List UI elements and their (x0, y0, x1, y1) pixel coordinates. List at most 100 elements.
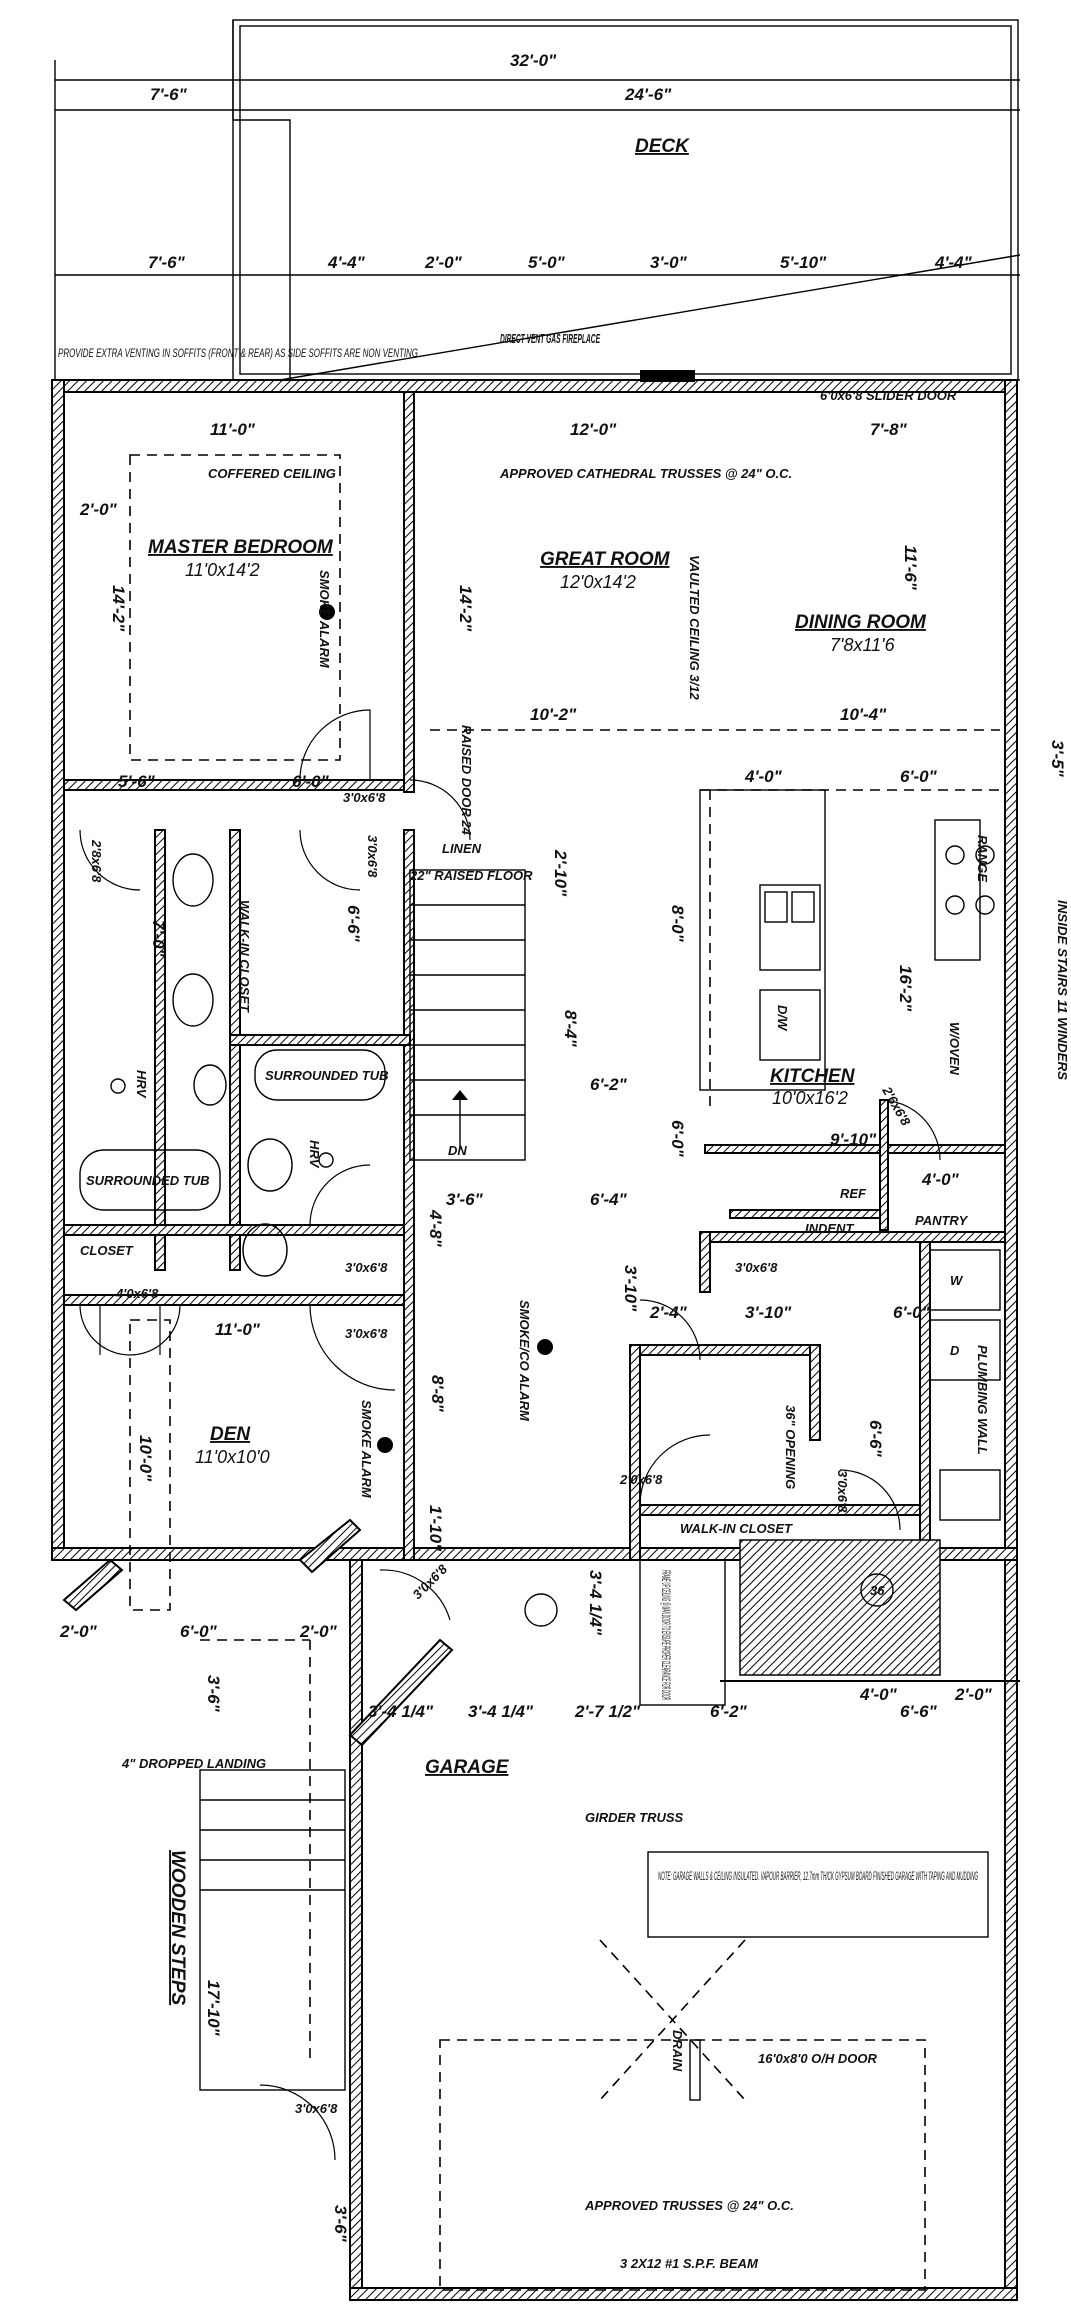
fireplace-icon (640, 370, 695, 382)
deck-row-dim-1: 7'-6" (148, 253, 186, 272)
furnace-icon (524, 1593, 558, 1627)
linen-note: LINEN (442, 841, 482, 856)
door-label: 2'8x6'8 (89, 839, 104, 883)
raised-door-note: RAISED DOOR 24 (459, 725, 474, 836)
burner-icon (975, 895, 995, 915)
smoke-note-1: SMOKE ALARM (317, 570, 332, 669)
room-master-name: MASTER BEDROOM (148, 537, 334, 558)
beam-note: 3 2X12 #1 S.P.F. BEAM (620, 2256, 759, 2271)
dim: 10'-0" (136, 1435, 155, 1482)
dim: 2'-0" (59, 1622, 98, 1641)
surrounded-tub-note: SURROUNDED TUB (265, 1068, 389, 1083)
water-heater-icon (860, 1573, 894, 1607)
dim: 14'-2" (456, 585, 475, 632)
deck-dim-right: 24'-6" (624, 85, 672, 104)
dim: 2'-7 1/2" (574, 1702, 641, 1721)
deck-row-dim-7: 4'-4" (934, 253, 973, 272)
walk-in-closet-note-2: WALK-IN CLOSET (680, 1521, 793, 1536)
stairs (199, 869, 1020, 2091)
dim: 11'-0" (210, 420, 256, 439)
room-den-size: 11'0x10'0 (195, 1447, 270, 1467)
dim: 2'-4" (649, 1303, 688, 1322)
interior-walls (62, 391, 1006, 1612)
dim: 6'-2" (590, 1075, 628, 1094)
dw-note: D/W (775, 1005, 790, 1032)
toilet-icon (247, 1138, 293, 1192)
burner-icon (945, 895, 965, 915)
drain-note: DRAIN (670, 2030, 685, 2072)
fireplace-note: DIRECT VENT GAS FIREPLACE (500, 331, 600, 346)
trusses-top-note: APPROVED CATHEDRAL TRUSSES @ 24" O.C. (499, 466, 792, 481)
dryer-icon (929, 1319, 1001, 1381)
wooden-steps-note: WOODEN STEPS (167, 1850, 188, 2006)
frame-up-note: FRAME UP CEILING @ MAN DOOR TO ENSURE PR… (639, 1559, 726, 1706)
room-kitchen-name: KITCHEN (770, 1066, 856, 1087)
door-label: 3'0x6'8 (343, 790, 386, 805)
dim: 3'-4 1/4" (368, 1702, 434, 1721)
room-master-size: 11'0x14'2 (185, 560, 260, 580)
dim: 7'-8" (870, 420, 908, 439)
washer-icon (929, 1249, 1001, 1311)
raised-floor-note: 22" RAISED FLOOR (409, 868, 533, 883)
burner-icon (975, 845, 995, 865)
soffit-note: PROVIDE EXTRA VENTING IN SOFFITS (FRONT … (58, 346, 418, 360)
toilet-icon (193, 1064, 227, 1106)
door-label: 4'0x6'8 (115, 1286, 159, 1301)
dim: 4'-0" (744, 767, 783, 786)
deck-row-dim-5: 3'-0" (650, 253, 688, 272)
deck-dim-total: 32'-0" (510, 51, 557, 70)
hrv-note: HRV (134, 1070, 149, 1099)
smoke-alarm-icon (377, 1437, 393, 1453)
washer-note: W (950, 1273, 964, 1288)
door-label: 3'0x6'8 (345, 1260, 388, 1275)
dim: 3'-4 1/4" (586, 1570, 605, 1636)
drain-icon (689, 2039, 701, 2101)
dim: 4'-8" (426, 1209, 445, 1248)
door-label: 3'0x6'8 (295, 2101, 338, 2116)
dim: 6'-6" (866, 1420, 885, 1458)
room-garage-name: GARAGE (425, 1757, 510, 1778)
smoke-alarm-icon (319, 604, 335, 620)
dim: 6'-0" (893, 1303, 931, 1322)
dim: 2'-10" (551, 849, 570, 897)
dim: 6'-6" (344, 905, 363, 943)
door-label: 3'0x6'8 (365, 835, 380, 878)
inside-stairs-note: INSIDE STAIRS 11 WINDERS (1055, 900, 1070, 1080)
smoke-alarm-icon (537, 1339, 553, 1355)
deck: 32'-0" 7'-6" 24'-6" DECK 7'-6" 4'-4" 2'-… (54, 19, 1021, 381)
door-label: 2'0x6'8 (619, 1472, 663, 1487)
door-label: 3'0x6'8 (835, 1470, 850, 1513)
dim: 8'-4" (561, 1010, 580, 1048)
girder-note: GIRDER TRUSS (585, 1810, 684, 1825)
dishwasher-icon (759, 989, 821, 1061)
indent-note: INDENT (805, 1221, 854, 1236)
deck-label: DECK (635, 136, 690, 157)
dim: 16'-2" (896, 965, 915, 1012)
sink-icon (172, 973, 214, 1027)
pantry-note: PANTRY (915, 1213, 969, 1228)
deck-row-dim-4: 5'-0" (528, 253, 566, 272)
trusses-bottom-note: APPROVED TRUSSES @ 24" O.C. (584, 2198, 794, 2213)
dim: 3'-6" (204, 1675, 223, 1713)
coffered-note: COFFERED CEILING (208, 466, 336, 481)
dimension-labels: 11'-0" 12'-0" 7'-8" 2'-0" 14'-2" 14'-2" … (59, 420, 1067, 2243)
sink-icon (172, 853, 214, 907)
oh-door-note: 16'0x8'0 O/H DOOR (758, 2051, 878, 2066)
dim: 10'-2" (530, 705, 577, 724)
deck-dim-left: 7'-6" (150, 85, 188, 104)
bathtub-icon (254, 1049, 386, 1101)
wo-note: W/OVEN (947, 1022, 962, 1075)
dim: 3'-10" (745, 1303, 792, 1322)
dim: 8'-0" (668, 905, 687, 943)
dim: 4'-0" (921, 1170, 960, 1189)
dim: 2'-0" (299, 1622, 338, 1641)
walk-in-closet-note: WALK-IN CLOSET (237, 900, 252, 1013)
smoke-alarms (110, 604, 553, 1453)
room-great-name: GREAT ROOM (540, 549, 671, 570)
dim: 6'-0" (668, 1120, 687, 1158)
door-label: 3'0x6'8 (345, 1326, 388, 1341)
dim: 12'-0" (570, 420, 617, 439)
dim: 10'-4" (840, 705, 887, 724)
dim: 11'-0" (215, 1320, 261, 1339)
hrv-icon (318, 1152, 334, 1168)
